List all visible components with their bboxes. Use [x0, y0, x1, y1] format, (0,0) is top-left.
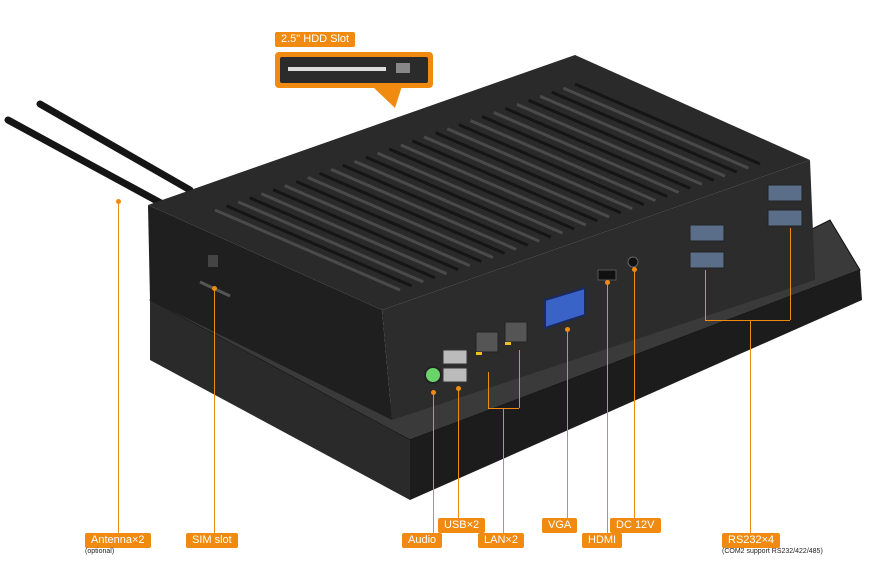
heatsink-fins-icon [214, 82, 761, 292]
heatsink-fin [376, 151, 564, 235]
heatsink-fin [284, 184, 471, 267]
heatsink-fin [237, 200, 424, 284]
rs232-label: RS232×4 [722, 533, 781, 548]
dc-jack-icon [627, 256, 639, 268]
heatsink-fin [423, 135, 610, 219]
heatsink-fin [574, 82, 761, 166]
hdd-callout-pointer [372, 86, 402, 108]
heatsink-fin [469, 119, 657, 202]
heatsink-fin [458, 123, 645, 207]
heatsink-fin [307, 176, 494, 259]
heatsink-fin [353, 159, 540, 243]
heatsink-fin [493, 111, 680, 194]
sim-card-icon [208, 255, 218, 267]
usb-label: USB×2 [438, 518, 486, 533]
heatsink-fin [342, 163, 529, 247]
heatsink-fin [295, 180, 482, 263]
vga-port-icon [544, 286, 586, 330]
heatsink-fin [539, 94, 726, 178]
antenna-icon [4, 100, 194, 212]
usb-ports-icon [442, 349, 468, 383]
heatsink-fin [226, 204, 413, 288]
heatsink-fin [260, 192, 448, 276]
hdmi-port-icon [597, 269, 617, 281]
heatsink-fin [435, 131, 622, 215]
audio-label: Audio [402, 533, 443, 548]
heatsink-fin [330, 167, 517, 251]
heatsink-fin [516, 102, 703, 186]
heatsink-fin [527, 98, 715, 182]
heatsink-fin [400, 143, 587, 227]
serial-port-icon [689, 184, 803, 269]
lan-ports-icon [475, 321, 528, 355]
lan-label: LAN×2 [478, 533, 524, 548]
antenna-note: (optional) [85, 548, 115, 555]
chassis-top-face [148, 55, 810, 310]
antenna-label: Antenna×2 [85, 533, 151, 548]
rs232-note: (COM2 support RS232/422/485) [722, 548, 823, 555]
hdd-slot-label: 2.5" HDD Slot [275, 32, 356, 47]
heatsink-fin [411, 139, 599, 223]
heatsink-fin [272, 188, 459, 272]
audio-jack-icon [424, 366, 442, 384]
heatsink-fin [249, 196, 436, 280]
heatsink-fin [481, 115, 668, 198]
heatsink-fin [446, 127, 633, 211]
heatsink-fin [318, 172, 506, 255]
dc-12v-label: DC 12V [610, 518, 661, 533]
vga-label: VGA [542, 518, 578, 533]
heatsink-fin [388, 147, 575, 231]
heatsink-fin [214, 208, 401, 292]
heatsink-fin [504, 107, 691, 190]
heatsink-fin [562, 86, 749, 170]
heatsink-fin [365, 155, 552, 239]
hdmi-label: HDMI [582, 533, 623, 548]
heatsink-fin [551, 90, 738, 174]
sim-slot-label: SIM slot [186, 533, 238, 548]
